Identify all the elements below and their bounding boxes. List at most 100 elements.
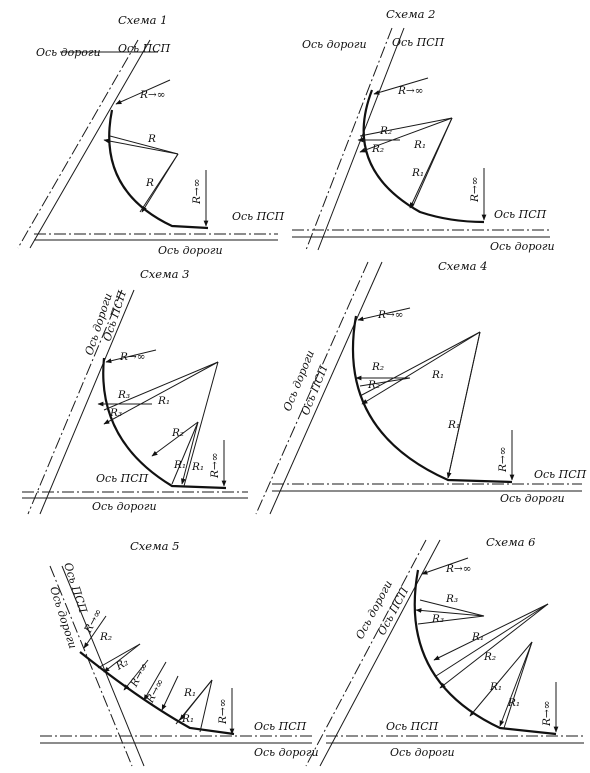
scheme-6-r-inf-arrow <box>421 557 469 575</box>
scheme-3-title: Схема 3 <box>140 267 189 281</box>
scheme-3-psp-axis-label-h: Ось ПСП <box>96 472 149 485</box>
scheme-2-road-axis-label: Ось дороги <box>302 38 367 51</box>
scheme-1-psp-axis-label-h: Ось ПСП <box>232 210 285 223</box>
scheme-6-r3-label-b: R₃ <box>431 613 444 625</box>
scheme-1-road-axis-label-h: Ось дороги <box>158 244 223 257</box>
scheme-4-r1-label-a: R₁ <box>431 369 444 381</box>
scheme-5-r2-arrow-b <box>123 659 149 691</box>
scheme-5-r1-arrow <box>179 679 213 721</box>
scheme-6-vertical-r-inf-label: R→∞ <box>541 701 553 727</box>
scheme-2-r1-label-b: R₁ <box>411 167 424 179</box>
scheme-3-r1-label-b: R₁ <box>173 459 186 471</box>
scheme-2-r-inf-label: R→∞ <box>397 85 423 97</box>
scheme-6-r1-label-a: R₁ <box>471 631 484 643</box>
scheme-5-r-inf-label-b: R→∞ <box>128 661 151 690</box>
scheme-1-psp-axis-label: Ось ПСП <box>118 42 171 55</box>
scheme-6-psp-axis-vertical <box>319 539 441 767</box>
scheme-6-r1-label-b: R₁ <box>489 681 502 693</box>
scheme-4-r-inf-label: R→∞ <box>377 309 403 321</box>
scheme-6-r2-label: R₂ <box>483 651 496 663</box>
scheme-3-vertical-r-inf-label: R→∞ <box>209 453 221 479</box>
scheme-5-transition-curve <box>79 651 235 736</box>
scheme-2-r1-arrow-b <box>409 117 453 209</box>
scheme-5-vertical-r-inf-label: R→∞ <box>217 699 229 725</box>
scheme-2-vertical-r-inf-label: R→∞ <box>469 177 481 203</box>
scheme-4-r1-label-b: R₁ <box>447 419 460 431</box>
scheme-1-vertical-r-inf-label: R→∞ <box>191 179 203 205</box>
scheme-3-r-inf-arrow <box>105 349 157 364</box>
scheme-2-r-inf-arrow <box>373 77 429 95</box>
scheme-4-r1-arrow-b <box>446 331 481 479</box>
scheme-1-r-inf-label: R→∞ <box>139 89 165 101</box>
scheme-3-r3-label-a: R₃ <box>117 389 130 401</box>
scheme-6-r3-arrow <box>415 608 485 617</box>
scheme-6-r1-arrow-a <box>433 603 549 661</box>
scheme-6-r-inf-label: R→∞ <box>445 563 471 575</box>
scheme-4-r2-label-a: R₂ <box>371 361 384 373</box>
scheme-4: Схема 4 R→∞ R₂ R₂ R₁ R₁ R→∞ Ось дороги О… <box>255 259 587 515</box>
scheme-6-r1-arrow-c <box>499 641 533 727</box>
scheme-3-r-inf-label: R→∞ <box>119 351 145 363</box>
scheme-1: Схема 1 R→∞ R R R→∞ Ось дороги Ось ПСП О… <box>17 13 285 257</box>
scheme-2-road-axis-label-h: Ось дороги <box>490 240 555 253</box>
scheme-4-psp-axis-vertical <box>269 261 383 515</box>
scheme-2-r1-label-a: R₁ <box>413 139 426 151</box>
scheme-5-r1-label-a: R₁ <box>183 687 196 699</box>
scheme-5-r2-arrow-a <box>103 643 141 673</box>
scheme-2-psp-axis-vertical <box>317 27 405 251</box>
scheme-6-r1-arrow-b <box>469 641 533 717</box>
scheme-6-r2-arrow <box>439 603 549 689</box>
scheme-4-psp-axis-label-h: Ось ПСП <box>534 468 587 481</box>
scheme-4-vertical-r-inf-label: R→∞ <box>497 447 509 473</box>
scheme-3-r2-arrow <box>151 421 199 457</box>
scheme-5-r2-label-a: R₂ <box>99 631 112 643</box>
scheme-5-r-inf-arrow-a <box>83 615 107 649</box>
scheme-6-road-axis-vertical <box>305 539 427 767</box>
scheme-1-r-inf-arrow <box>115 79 171 105</box>
scheme-3-psp-axis-vertical <box>39 289 135 515</box>
scheme-1-road-axis-label: Ось дороги <box>36 46 101 59</box>
scheme-3: Схема 3 R→∞ R₃ R₃ R₁ R₂ R₁ R₁ R→∞ Ось до… <box>22 267 248 515</box>
scheme-4-road-axis-label-h: Ось дороги <box>500 492 565 505</box>
scheme-6-psp-axis-label-h: Ось ПСП <box>386 720 439 733</box>
scheme-2-r2-label-a: R₂ <box>379 125 392 137</box>
scheme-5-psp-axis-label-h: Ось ПСП <box>254 720 307 733</box>
scheme-3-road-axis-vertical <box>27 289 123 515</box>
scheme-5-road-axis-label-h: Ось дороги <box>254 746 319 759</box>
scheme-2-title: Схема 2 <box>386 7 435 21</box>
scheme-6-r1-label-c: R₁ <box>507 697 520 709</box>
scheme-6-road-axis-label-h: Ось дороги <box>390 746 455 759</box>
scheme-2-psp-axis-label: Ось ПСП <box>392 36 445 49</box>
scheme-2-r1-arrow-a <box>359 117 453 153</box>
scheme-6: Схема 6 R→∞ R₃ R₃ R₁ R₂ R₁ R₁ R→∞ Ось до… <box>305 535 584 767</box>
scheme-4-r-inf-arrow <box>357 307 411 322</box>
scheme-5-r-inf-arrow-c <box>161 675 179 711</box>
scheme-5-r-inf-label-c: R→∞ <box>144 677 167 706</box>
scheme-3-transition-curve <box>102 357 227 490</box>
scheme-2-psp-axis-label-h: Ось ПСП <box>494 208 547 221</box>
scheme-5-psp-axis-vertical <box>61 565 145 767</box>
scheme-3-r3-label-b: R₃ <box>109 407 122 419</box>
scheme-5-r-inf-arrow-b <box>143 661 167 701</box>
scheme-2-r2-label-b: R₂ <box>371 143 384 155</box>
scheme-5-r1-label-b: R₁ <box>181 713 194 725</box>
scheme-5-r2-label-b: R₂ <box>113 656 130 673</box>
scheme-2-road-axis-vertical <box>305 27 393 251</box>
scheme-4-title: Схема 4 <box>438 259 487 273</box>
scheme-6-transition-curve <box>413 569 557 736</box>
scheme-4-transition-curve <box>351 315 513 484</box>
scheme-2-transition-curve <box>362 89 485 224</box>
scheme-4-r2-label-b: R₂ <box>367 379 380 391</box>
scheme-1-radius-arrow-b <box>141 153 179 213</box>
scheme-3-r1-label-a: R₁ <box>157 395 170 407</box>
scheme-3-r1-arrow <box>103 361 219 425</box>
scheme-6-title: Схема 6 <box>486 535 535 549</box>
scheme-1-r-label-b: R <box>145 177 154 189</box>
scheme-4-road-axis-vertical <box>255 261 369 515</box>
scheme-5-road-axis-vertical <box>49 565 133 767</box>
scheme-4-r1-arrow-a <box>361 331 481 405</box>
scheme-1-road-axis-vertical <box>17 39 139 249</box>
scheme-3-road-axis-label-h: Ось дороги <box>92 500 157 513</box>
scheme-3-r1-label-c: R₁ <box>191 461 204 473</box>
scheme-1-title: Схема 1 <box>118 13 167 27</box>
